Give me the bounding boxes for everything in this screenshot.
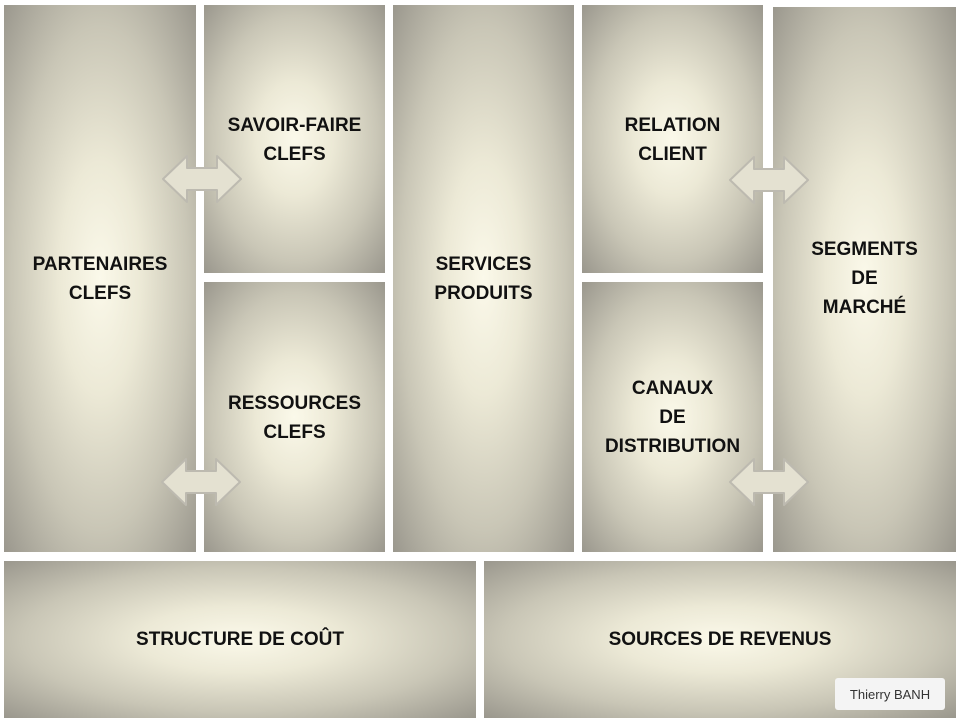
label-segments-marche: SEGMENTS DE MARCHÉ [811, 239, 918, 318]
block-relation-client: RELATION CLIENT [582, 5, 763, 273]
label-ressources-clefs: RESSOURCES CLEFS [227, 393, 362, 443]
block-sources-de-revenus: SOURCES DE REVENUS [484, 561, 956, 718]
block-savoir-faire-clefs: SAVOIR-FAIRE CLEFS [204, 5, 385, 273]
label-canaux-distribution: CANAUX DE DISTRIBUTION [604, 378, 741, 457]
label-relation-client: RELATION CLIENT [624, 115, 721, 165]
label-savoir-faire-clefs: SAVOIR-FAIRE CLEFS [227, 115, 362, 165]
block-structure-de-cout: STRUCTURE DE COÛT [4, 561, 476, 718]
double-arrow-icon [161, 458, 241, 506]
author-credit: Thierry BANH [835, 678, 945, 710]
block-partenaires-clefs: PARTENAIRES CLEFS [4, 5, 196, 552]
double-arrow-icon [162, 155, 242, 203]
double-arrow-icon [729, 156, 809, 204]
label-sources-de-revenus: SOURCES DE REVENUS [608, 629, 832, 650]
label-services-produits: SERVICES PRODUITS [434, 253, 533, 304]
block-ressources-clefs: RESSOURCES CLEFS [204, 282, 385, 552]
block-services-produits: SERVICES PRODUITS [393, 5, 574, 552]
double-arrow-icon [729, 458, 809, 506]
label-structure-de-cout: STRUCTURE DE COÛT [136, 629, 344, 650]
block-canaux-distribution: CANAUX DE DISTRIBUTION [582, 282, 763, 552]
block-segments-marche: SEGMENTS DE MARCHÉ [773, 7, 956, 552]
label-partenaires-clefs: PARTENAIRES CLEFS [32, 253, 168, 304]
